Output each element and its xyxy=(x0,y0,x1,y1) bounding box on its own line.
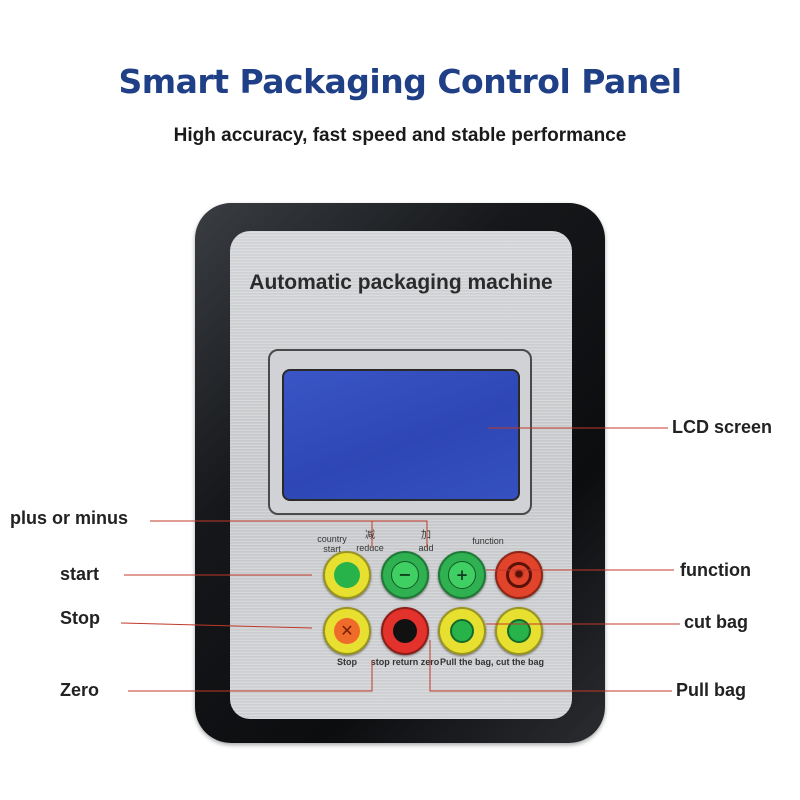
stop-return-zero-label: stop return zero xyxy=(370,657,440,667)
machine-name: Automatic packaging machine xyxy=(249,271,553,294)
callout-start: start xyxy=(60,564,100,584)
control-panel-device: Automatic packaging machine country star… xyxy=(195,203,605,743)
pull-cut-label: Pull the bag, cut the bag xyxy=(439,657,544,667)
page-subtitle: High accuracy, fast speed and stable per… xyxy=(173,125,627,146)
plus-icon: + xyxy=(448,561,476,589)
add-cn-label: 加 xyxy=(421,530,431,541)
stop-return-zero-button[interactable] xyxy=(381,607,429,655)
x-icon: ✕ xyxy=(334,618,360,644)
reduce-button[interactable]: − xyxy=(381,551,429,599)
minus-icon: − xyxy=(391,561,419,589)
reduce-cn-label: 减 xyxy=(365,530,375,541)
callout-stop: Stop xyxy=(60,608,100,628)
callout-function: function xyxy=(680,560,751,580)
start-button[interactable] xyxy=(323,551,371,599)
add-button[interactable]: + xyxy=(438,551,486,599)
cut-bag-button[interactable] xyxy=(495,607,543,655)
lcd-screen xyxy=(282,369,520,501)
callout-plus-or-minus: plus or minus xyxy=(10,508,129,528)
callout-cut-bag: cut bag xyxy=(684,612,749,632)
stop-button[interactable]: ✕ xyxy=(323,607,371,655)
callout-pull-bag: Pull bag xyxy=(676,680,747,700)
add-label: add xyxy=(418,543,434,553)
faceplate: Automatic packaging machine country star… xyxy=(230,231,572,719)
black-dot-icon xyxy=(393,619,417,643)
reduce-label: reduce xyxy=(356,543,384,553)
callout-zero: Zero xyxy=(60,680,100,700)
callout-lcd-screen: LCD screen xyxy=(672,417,773,437)
page-title: Smart Packaging Control Panel xyxy=(118,62,683,101)
function-button[interactable]: ✹ xyxy=(495,551,543,599)
function-label: function xyxy=(472,536,504,546)
gear-icon: ✹ xyxy=(506,562,532,588)
lcd-frame xyxy=(268,349,532,515)
pull-bag-button[interactable] xyxy=(438,607,486,655)
